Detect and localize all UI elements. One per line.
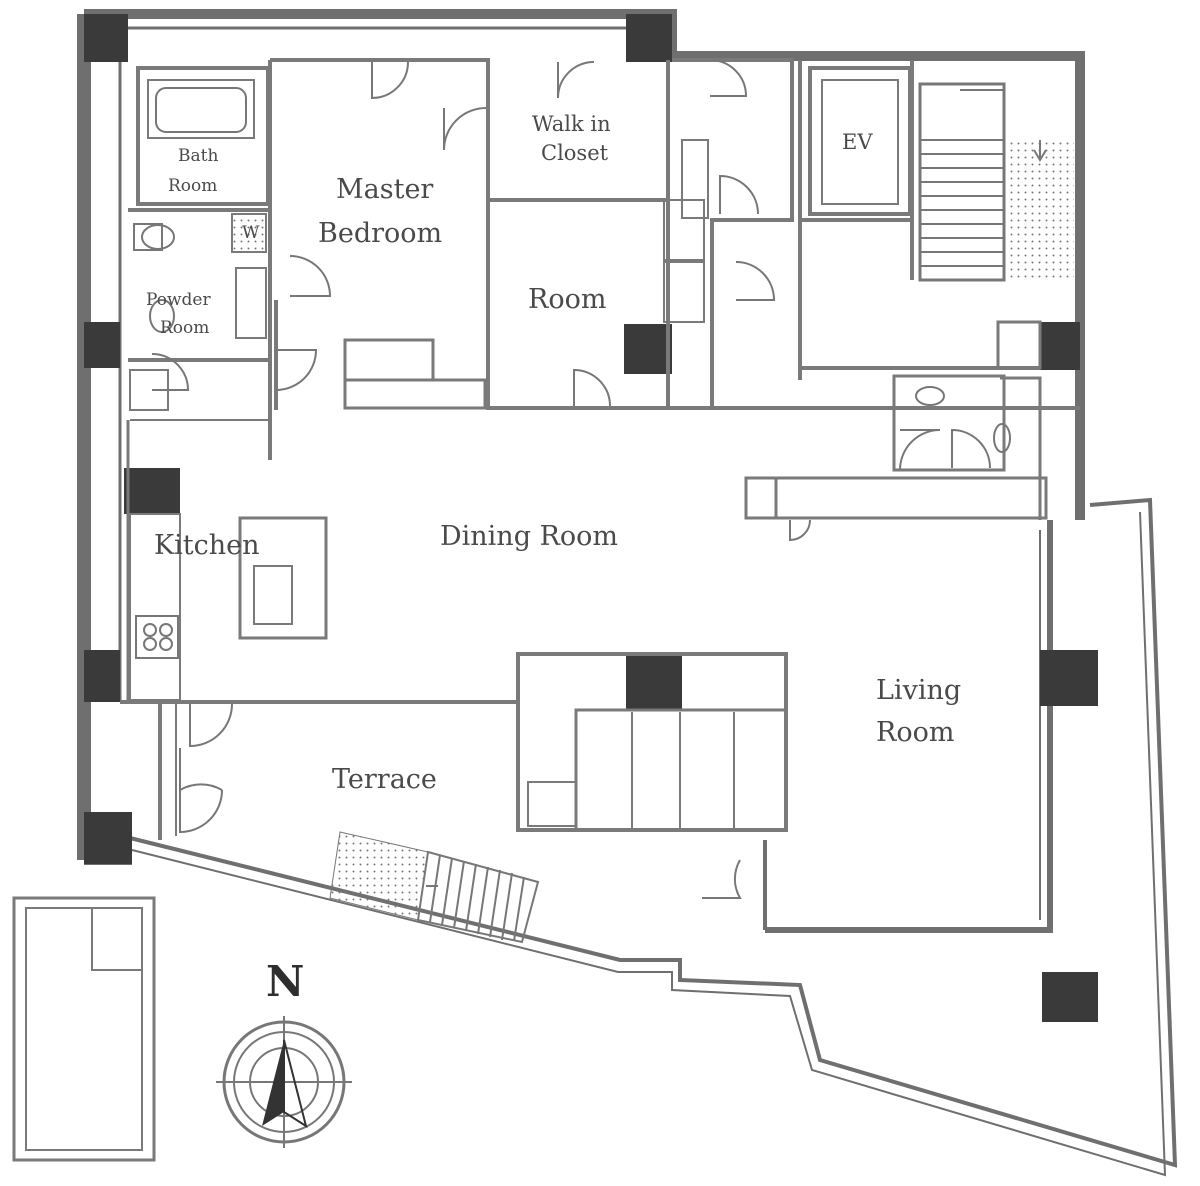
label-walk-in-closet-line1: Walk in [532, 112, 611, 136]
label-kitchen: Kitchen [154, 530, 260, 561]
label-living-room-line2: Room [876, 717, 954, 748]
structural-columns [84, 14, 1098, 1022]
interior-walls [12, 58, 1080, 1162]
compass-icon: N [216, 957, 352, 1148]
label-master-bedroom-line2: Bedroom [318, 218, 442, 249]
doors [151, 59, 991, 899]
label-terrace: Terrace [332, 764, 437, 795]
compass-north-label: N [266, 957, 304, 1006]
label-ev: EV [842, 130, 873, 154]
fixtures [133, 87, 1011, 659]
staircase-terrace [329, 831, 540, 944]
room-labels: Master Bedroom Walk in Closet Bath Room … [146, 112, 961, 795]
label-washer: W [242, 223, 260, 243]
label-powder-room-line1: Powder [146, 290, 211, 310]
label-room: Room [528, 284, 606, 315]
label-walk-in-closet-line2: Closet [541, 141, 609, 165]
label-master-bedroom-line1: Master [336, 174, 433, 205]
label-living-room-line1: Living [876, 675, 961, 706]
label-bath-room-line2: Room [168, 176, 217, 196]
staircase-north [918, 82, 1074, 282]
label-bath-room-line1: Bath [178, 146, 218, 166]
label-dining-room: Dining Room [440, 521, 618, 552]
label-powder-room-line2: Room [160, 318, 209, 338]
